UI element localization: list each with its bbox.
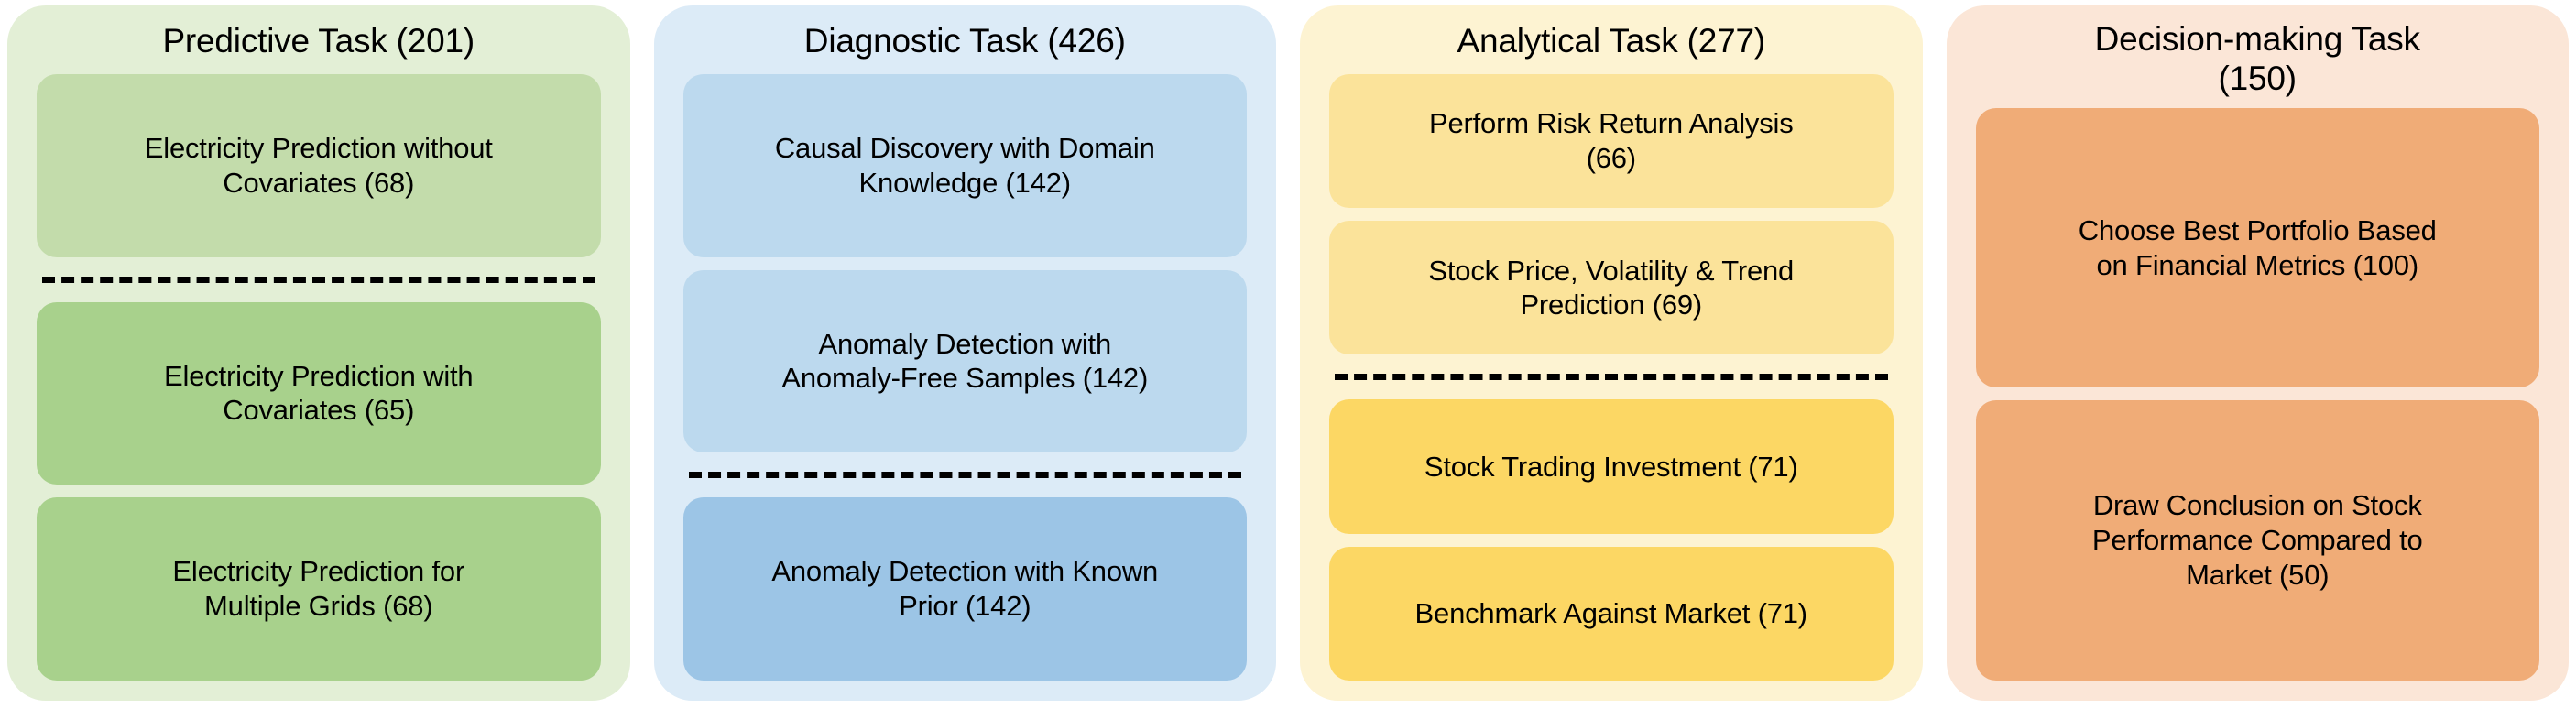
- task-item[interactable]: Stock Trading Investment (71): [1329, 399, 1894, 534]
- task-list-analytical: Perform Risk Return Analysis (66) Stock P…: [1329, 73, 1894, 681]
- task-item-label: Electricity Prediction for Multiple Grid…: [172, 555, 465, 623]
- task-item[interactable]: Choose Best Portfolio Based on Financial…: [1975, 107, 2539, 388]
- task-group-title-predictive: Predictive Task (201): [162, 22, 475, 60]
- task-item[interactable]: Electricity Prediction for Multiple Grid…: [37, 497, 601, 681]
- task-group-title-decision-making: Decision-making Task (150): [2094, 20, 2420, 97]
- task-item-label: Stock Trading Investment (71): [1424, 450, 1798, 483]
- dashed-separator: [42, 276, 595, 283]
- dashed-separator: [688, 472, 1241, 479]
- task-item[interactable]: Draw Conclusion on Stock Performance Com…: [1975, 400, 2539, 681]
- task-item-label: Benchmark Against Market (71): [1414, 596, 1808, 629]
- task-item[interactable]: Causal Discovery with Domain Knowledge (…: [682, 73, 1247, 257]
- task-item-label: Choose Best Portfolio Based on Financial…: [2078, 213, 2437, 281]
- task-group-title-diagnostic: Diagnostic Task (426): [803, 22, 1126, 60]
- task-item-label: Draw Conclusion on Stock Performance Com…: [2091, 489, 2423, 592]
- task-item[interactable]: Stock Price, Volatility & Trend Predicti…: [1329, 221, 1894, 355]
- task-list-predictive: Electricity Prediction without Covariate…: [37, 73, 601, 681]
- task-list-decision-making: Choose Best Portfolio Based on Financial…: [1975, 107, 2539, 681]
- task-item-label: Anomaly Detection with Anomaly-Free Samp…: [781, 327, 1149, 395]
- task-item[interactable]: Perform Risk Return Analysis (66): [1329, 73, 1894, 209]
- task-item[interactable]: Benchmark Against Market (71): [1329, 546, 1894, 681]
- task-item-label: Anomaly Detection with Known Prior (142): [771, 555, 1159, 623]
- task-item-label: Causal Discovery with Domain Knowledge (…: [774, 131, 1155, 199]
- task-item-label: Stock Price, Volatility & Trend Predicti…: [1428, 254, 1795, 321]
- task-group-diagnostic: Diagnostic Task (426) Causal Discovery wi…: [653, 5, 1276, 701]
- task-item[interactable]: Electricity Prediction without Covariate…: [37, 73, 601, 257]
- task-item-label: Electricity Prediction without Covariate…: [144, 131, 493, 199]
- task-item[interactable]: Anomaly Detection with Known Prior (142): [682, 497, 1247, 681]
- task-item[interactable]: Electricity Prediction with Covariates (…: [37, 301, 601, 485]
- task-item[interactable]: Anomaly Detection with Anomaly-Free Samp…: [682, 269, 1247, 453]
- task-group-analytical: Analytical Task (277) Perform Risk Return…: [1300, 5, 1923, 701]
- task-item-label: Electricity Prediction with Covariates (…: [164, 359, 474, 427]
- task-list-diagnostic: Causal Discovery with Domain Knowledge (…: [682, 73, 1247, 681]
- task-group-title-analytical: Analytical Task (277): [1457, 22, 1766, 60]
- dashed-separator: [1335, 374, 1888, 381]
- task-item-label: Perform Risk Return Analysis (66): [1428, 107, 1794, 175]
- task-group-decision-making: Decision-making Task (150) Choose Best Po…: [1946, 5, 2569, 701]
- task-group-predictive: Predictive Task (201) Electricity Predict…: [7, 5, 630, 701]
